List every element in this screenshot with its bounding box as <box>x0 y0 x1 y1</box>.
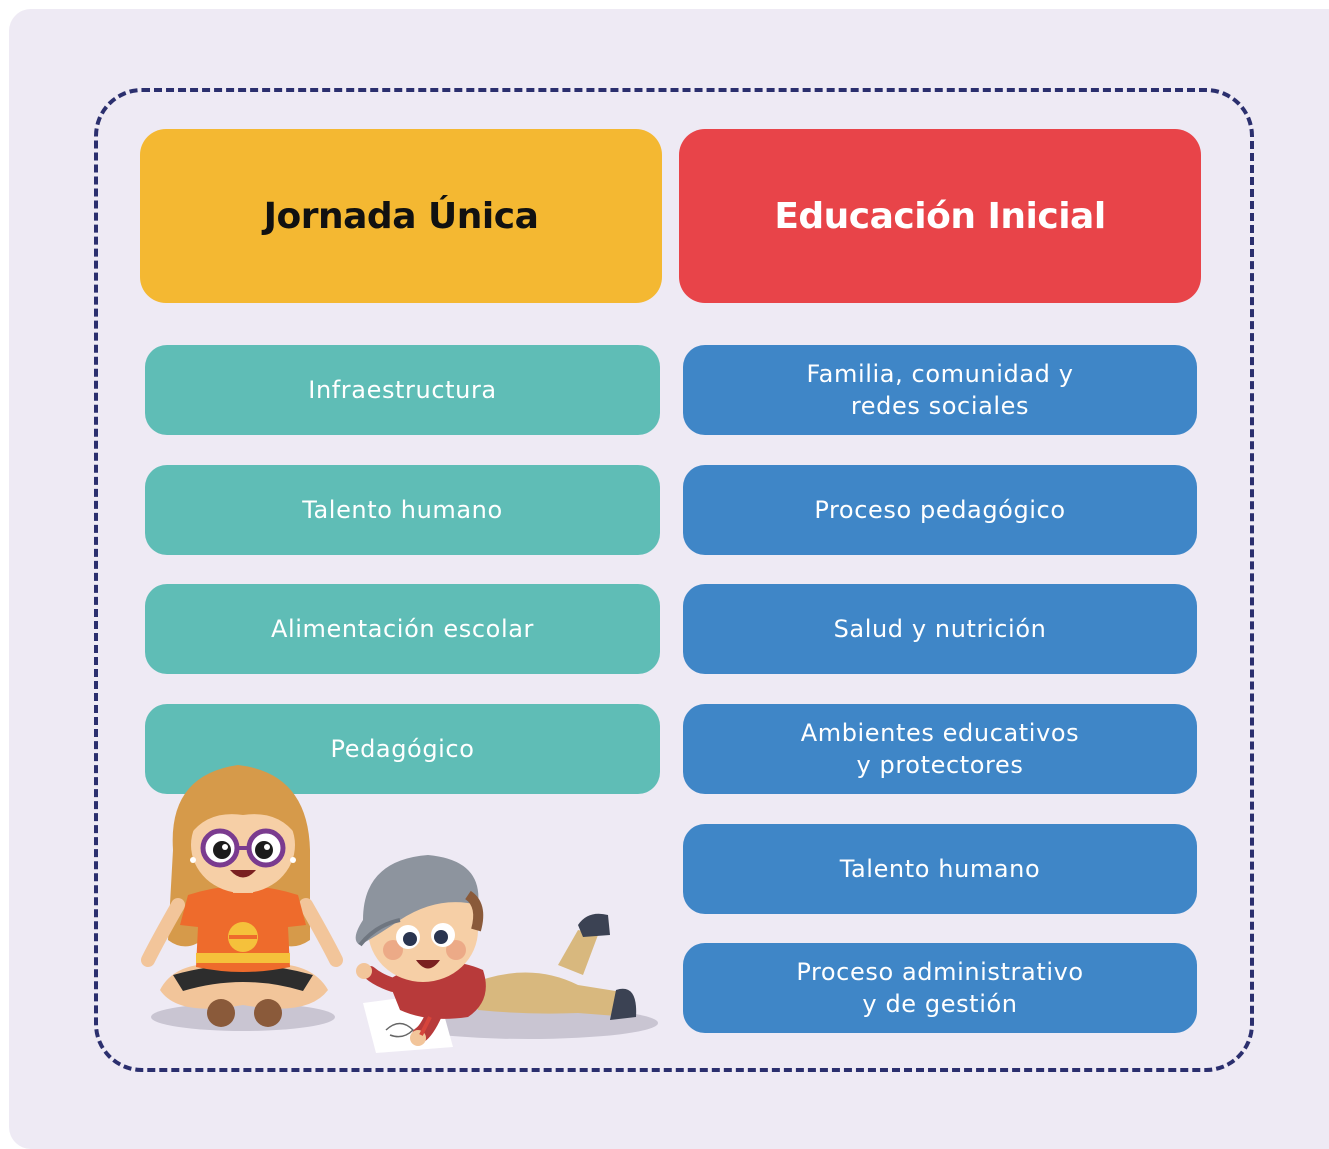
jornada-item-infraestructura: Infraestructura <box>145 345 660 435</box>
educacion-item-familia: Familia, comunidad y redes sociales <box>683 345 1197 435</box>
jornada-item-alimentacion: Alimentación escolar <box>145 584 660 674</box>
jornada-unica-header: Jornada Única <box>140 129 662 303</box>
educacion-inicial-header: Educación Inicial <box>679 129 1201 303</box>
kids-illustration <box>141 765 658 1053</box>
educacion-item-proceso-administrativo: Proceso administrativo y de gestión <box>683 943 1197 1033</box>
jornada-unica-title: Jornada Única <box>263 195 539 237</box>
boy-drawing-icon <box>355 855 637 1053</box>
educacion-item-salud: Salud y nutrición <box>683 584 1197 674</box>
educacion-item-proceso-pedagogico: Proceso pedagógico <box>683 465 1197 555</box>
dashed-frame <box>94 88 1254 1072</box>
educacion-item-ambientes: Ambientes educativos y protectores <box>683 704 1197 794</box>
girl-sitting-icon <box>141 765 343 1027</box>
educacion-item-talento-humano: Talento humano <box>683 824 1197 914</box>
jornada-item-talento-humano: Talento humano <box>145 465 660 555</box>
educacion-inicial-title: Educación Inicial <box>774 195 1106 237</box>
